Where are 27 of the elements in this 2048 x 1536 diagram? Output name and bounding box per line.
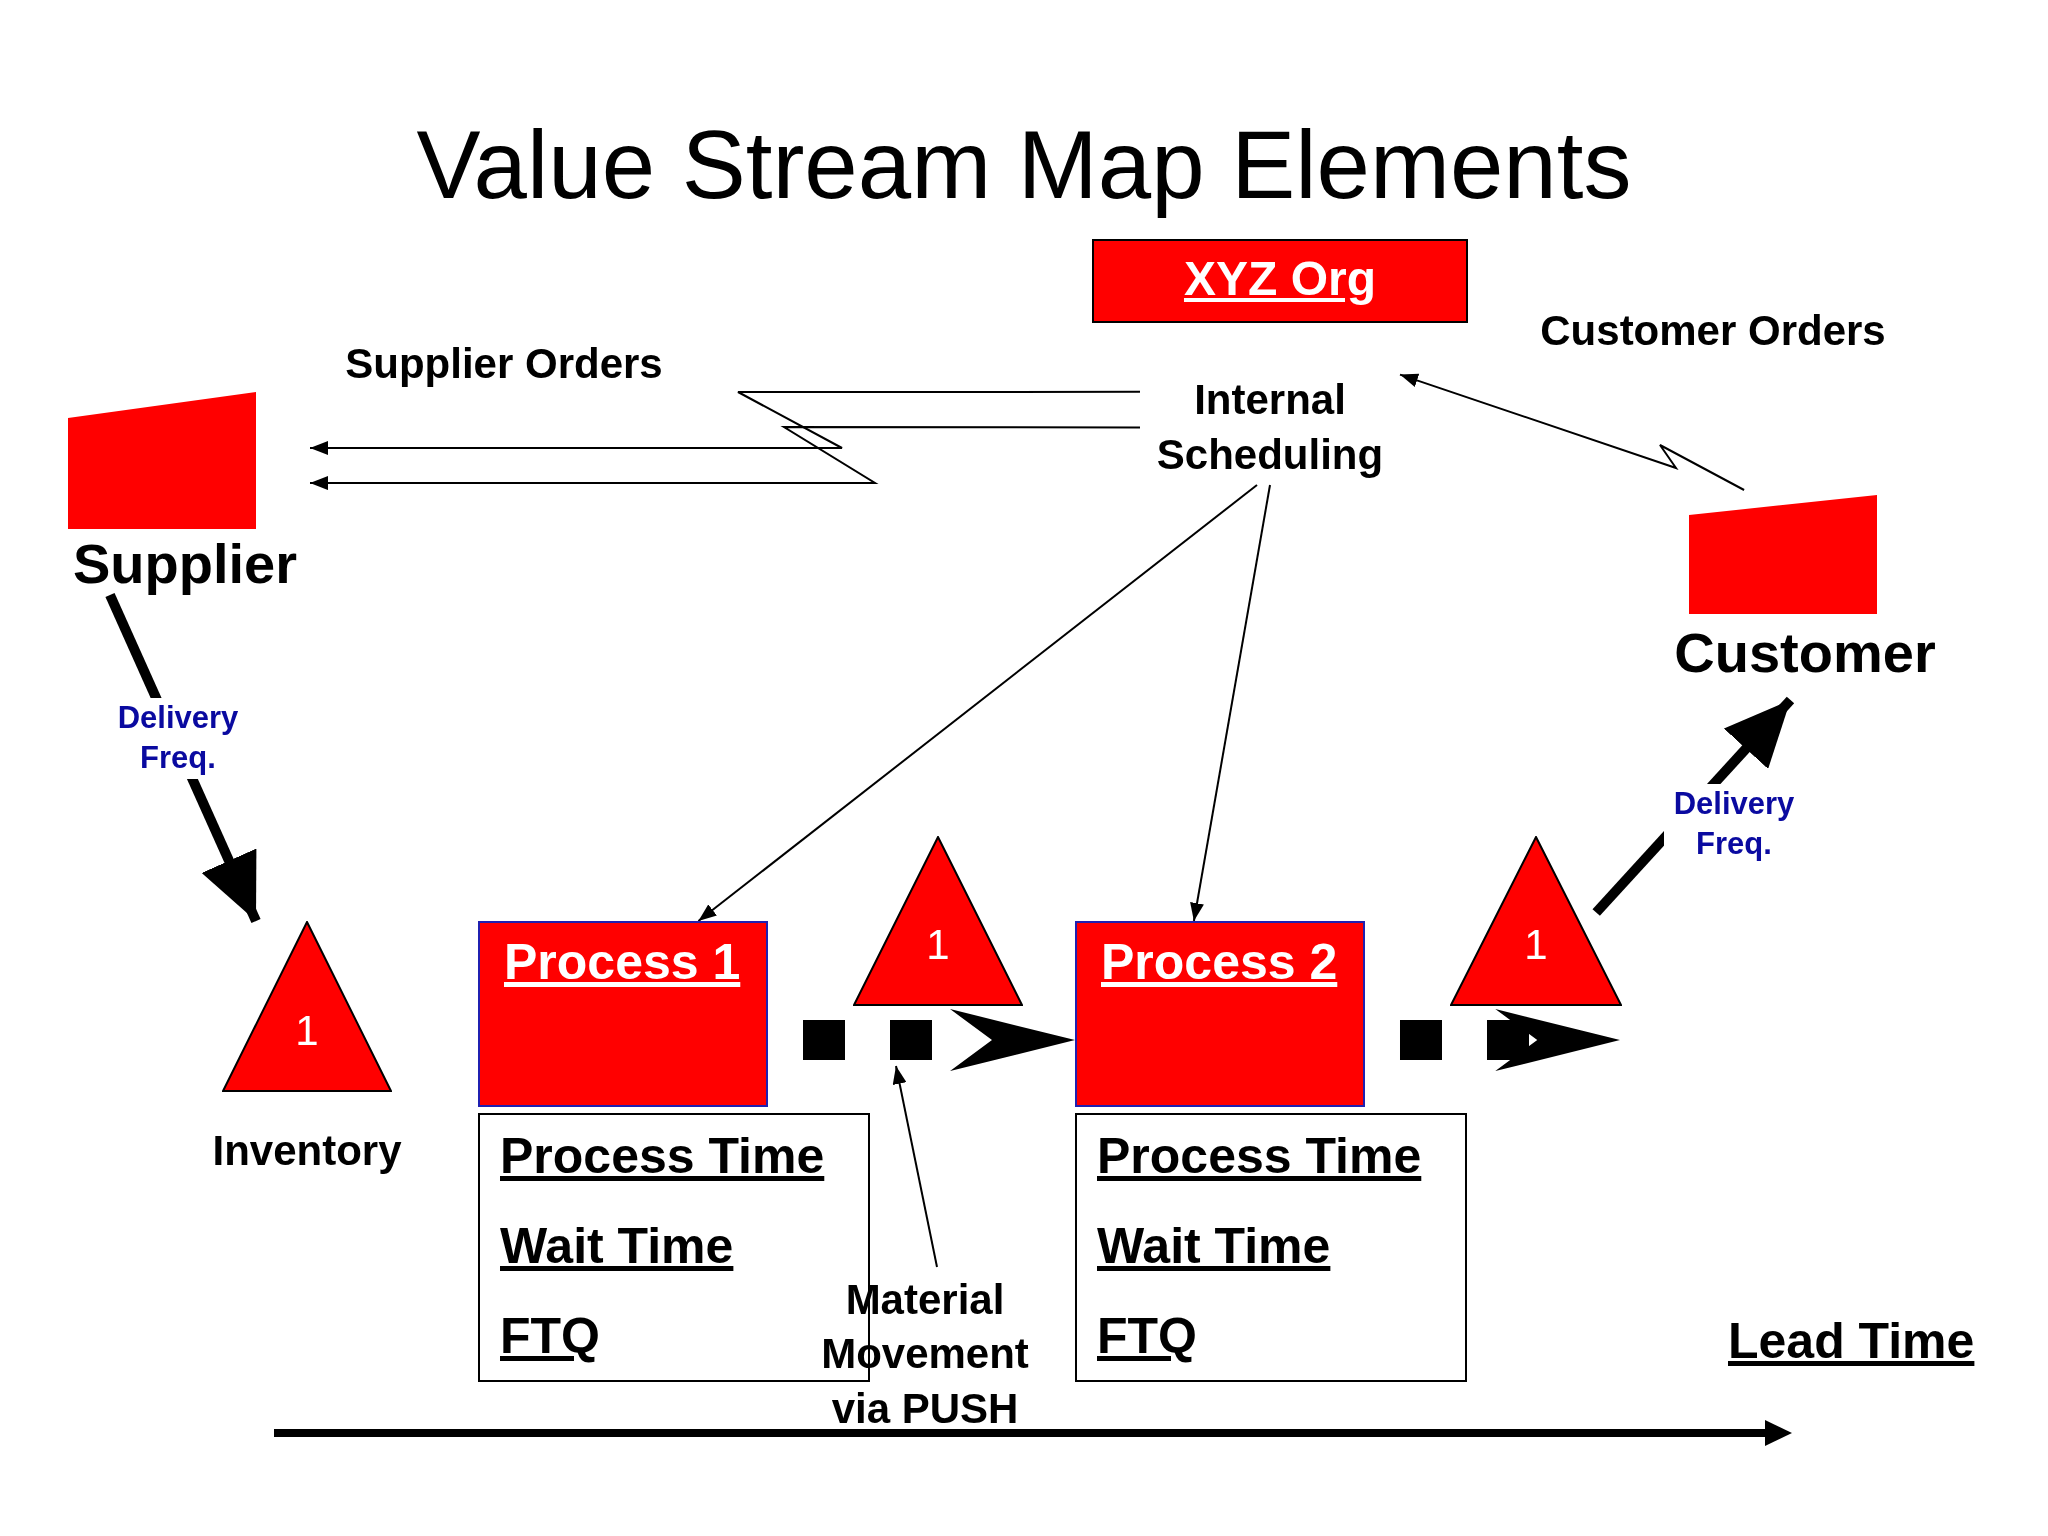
data-field-label: FTQ (500, 1307, 600, 1365)
inventory-count: 1 (925, 921, 951, 969)
node-label: Internal Scheduling (1155, 374, 1385, 480)
inventory-count: 1 (1523, 921, 1549, 969)
data-field-label: Process Time (500, 1127, 825, 1185)
data-field-label: Wait Time (1097, 1217, 1331, 1275)
data-field-label: Wait Time (500, 1217, 734, 1275)
edge-label: Supplier Orders (344, 340, 664, 388)
node-label: Supplier (72, 531, 298, 596)
data-field-label: Process Time (1097, 1127, 1422, 1185)
diagram-title: Value Stream Map Elements (415, 110, 1633, 220)
process-box: Process 1 (478, 921, 768, 1107)
org-box: XYZ Org (1092, 239, 1468, 323)
node-label: Customer (1673, 620, 1937, 685)
node-caption: Inventory (211, 1127, 403, 1175)
edge-label: Customer Orders (1539, 307, 1887, 355)
inventory-count: 1 (294, 1006, 320, 1055)
lead-time-label: Lead Time (1728, 1312, 1976, 1370)
arrow (1399, 373, 1746, 491)
leader-line (892, 1065, 938, 1269)
data-box (1075, 1113, 1467, 1382)
process-box: Process 2 (1075, 921, 1365, 1107)
arrow (309, 390, 1141, 455)
arrow (1190, 484, 1271, 922)
data-field-label: FTQ (1097, 1307, 1197, 1365)
arrow (697, 484, 1258, 922)
arrow (309, 426, 1141, 491)
